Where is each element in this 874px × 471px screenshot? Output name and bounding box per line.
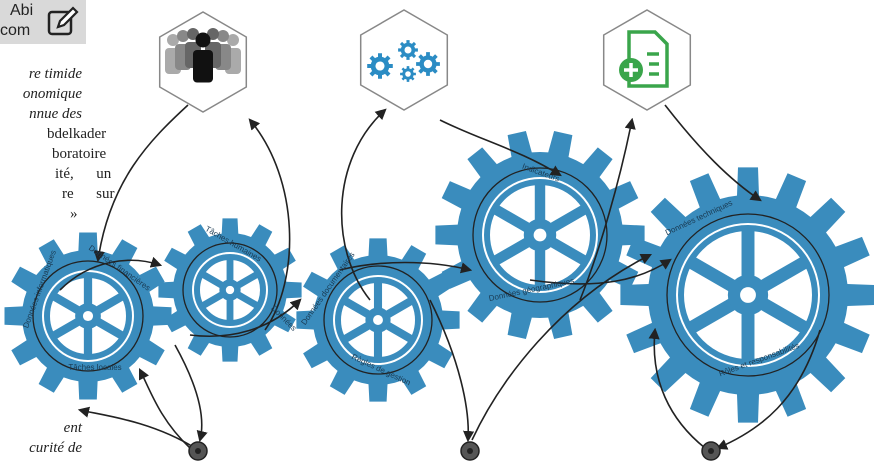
link-gear4-gear5 [529, 258, 672, 285]
gear-4 [435, 131, 645, 339]
article-line: ité, un [55, 166, 112, 182]
article-line: » [70, 206, 78, 222]
link-gear2-node1 [174, 344, 208, 443]
article-line: bdelkader [47, 126, 107, 142]
article-line: boratoire [52, 146, 107, 162]
link-gear2-people [248, 118, 291, 331]
article-line: nnue des [29, 106, 82, 122]
link-gear4-doc [579, 117, 636, 301]
gear-5 [620, 167, 874, 423]
gear-2 [158, 218, 302, 362]
link-node1-gear1 [138, 367, 191, 449]
link-gear3-node2 [429, 299, 475, 443]
article-line: ent [63, 420, 82, 436]
gears-icon [359, 9, 449, 111]
link-gear3-gear4 [339, 261, 473, 274]
article-line: re timide [28, 66, 82, 82]
site-logo[interactable]: Abi com [0, 0, 86, 44]
people-icon [158, 11, 248, 113]
logo-line2: com [0, 22, 31, 39]
link-doc-gear5 [664, 104, 762, 202]
logo-line1: Abi [10, 2, 34, 19]
gear-1 [4, 232, 172, 400]
article-line: re sur [62, 186, 115, 202]
link-gear3-gears [340, 108, 387, 301]
link-node2-gear4 [471, 253, 653, 441]
link-people-gear1 [93, 104, 189, 263]
add-document-icon [602, 9, 692, 111]
link-gear2-gear3 [189, 298, 302, 338]
link-gear1-gear2 [59, 256, 163, 291]
link-gear5-node3 [715, 329, 821, 450]
gear-3 [296, 238, 460, 402]
link-gears-gear4 [439, 119, 562, 177]
link-node3-gear5 [648, 327, 706, 449]
gear-label: Tâches locales [68, 363, 121, 372]
article-line: curité de [29, 440, 82, 456]
article-line: onomique [22, 86, 82, 102]
link-node1-left [77, 406, 196, 449]
edit-pencil-icon [47, 6, 79, 36]
